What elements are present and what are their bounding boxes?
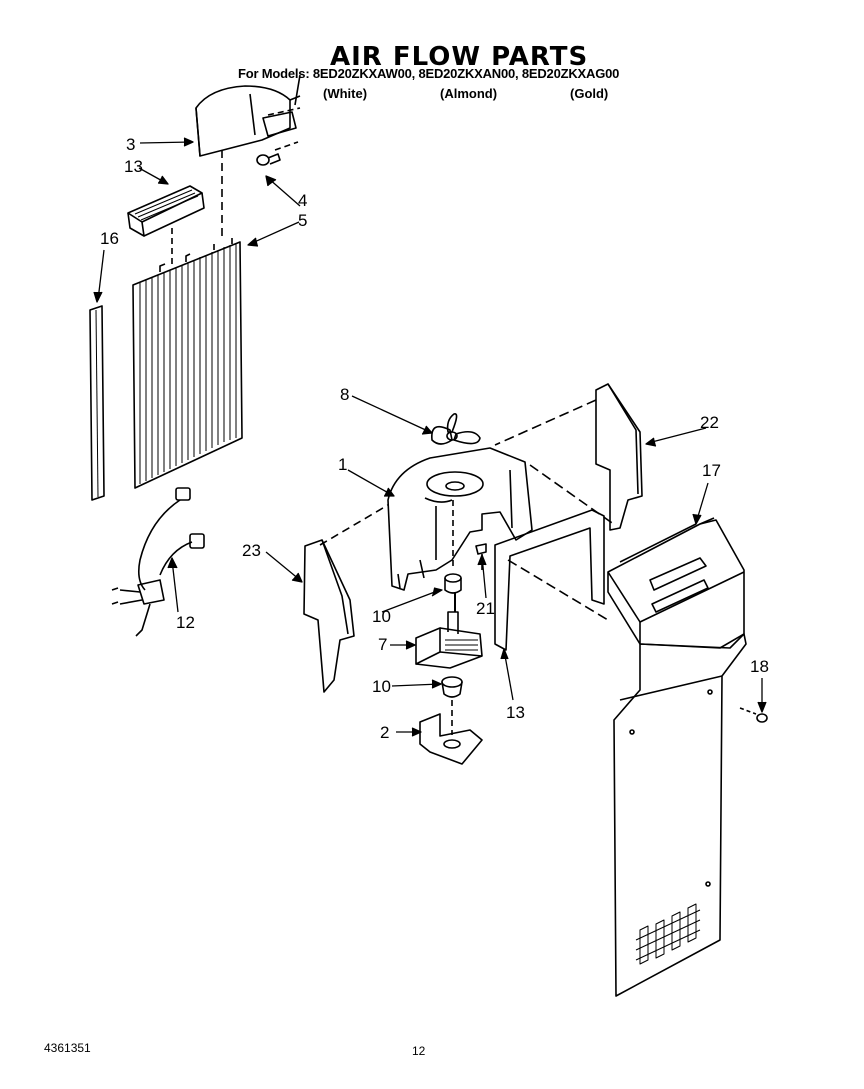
color-white: (White) <box>323 86 368 101</box>
part-8-fan-blade <box>431 413 481 445</box>
callout-12: 12 <box>176 613 195 632</box>
callout-22: 22 <box>700 413 719 432</box>
part-16-strip <box>89 305 105 501</box>
document-number: 4361351 <box>44 1041 91 1055</box>
part-17-air-panel <box>507 464 745 649</box>
callout-2: 2 <box>380 723 389 742</box>
part-2-bracket <box>419 713 483 765</box>
part-10-bushing-top <box>444 573 462 594</box>
part-12-wire-harness <box>111 487 205 637</box>
callout-leaders <box>93 137 767 737</box>
rear-air-duct-panel <box>613 633 747 997</box>
callout-3: 3 <box>126 135 135 154</box>
part-23-side-panel <box>303 504 389 693</box>
callout-23: 23 <box>242 541 261 560</box>
part-1-fan-housing <box>387 447 533 591</box>
callout-5: 5 <box>298 211 307 230</box>
callout-6: 13 <box>124 157 143 176</box>
callout-21: 21 <box>476 599 495 618</box>
color-almond: (Almond) <box>440 86 498 101</box>
page-title: AIR FLOW PARTS <box>330 42 589 72</box>
callout-1: 1 <box>338 455 347 474</box>
callout-17: 17 <box>702 461 721 480</box>
color-gold: (Gold) <box>570 86 609 101</box>
callout-13: 13 <box>506 703 525 722</box>
part-5-evaporator <box>132 238 243 489</box>
callout-4: 4 <box>298 191 307 210</box>
callout-10-bottom: 10 <box>372 677 391 696</box>
part-7-motor <box>415 592 483 669</box>
page-number: 12 <box>412 1044 426 1058</box>
part-10-bushing-bottom <box>441 676 463 698</box>
callout-16: 16 <box>100 229 119 248</box>
callout-10-top: 10 <box>372 607 391 626</box>
callout-18: 18 <box>750 657 769 676</box>
callout-8: 8 <box>340 385 349 404</box>
part-22-side-panel <box>494 383 643 531</box>
part-4-screw <box>256 141 299 166</box>
models-line: For Models: 8ED20ZKXAW00, 8ED20ZKXAN00, … <box>238 66 620 81</box>
part-6-grille <box>127 185 205 237</box>
callout-7: 7 <box>378 635 387 654</box>
part-3-upper-cover <box>195 74 301 157</box>
callout-numbers: 3 13 4 5 16 8 1 23 12 22 17 21 10 7 10 2… <box>100 135 769 742</box>
part-18-screw <box>739 707 768 723</box>
